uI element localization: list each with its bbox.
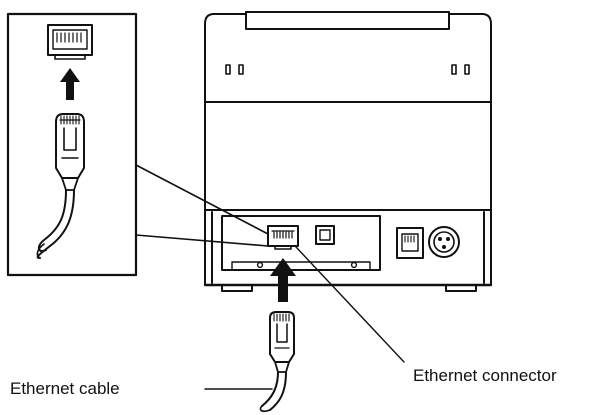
callout-line-upper [135,164,269,235]
printer-body [203,11,493,292]
main-cable [259,371,287,413]
rj45-plug-icon [269,311,295,363]
printer-top-slot [245,11,450,30]
inset-box [6,12,138,277]
main-ethernet-plug [269,311,295,373]
panel-screw-right [350,261,358,269]
printer-mark-right-1 [451,64,457,75]
rj45-port-pins [273,231,293,239]
inset-detail [6,12,138,277]
inset-insert-arrow [60,68,80,100]
right-port-area [396,226,460,259]
insert-arrow-icon [270,258,296,302]
inset-ethernet-port [47,24,93,60]
dc-power-jack-icon [428,226,460,258]
usb-b-port [315,225,335,245]
printer-mark-left-1 [225,64,231,75]
insert-arrow-icon [60,68,80,100]
interface-recess [221,215,381,271]
rj45-port-icon [267,225,299,247]
interface-panel-inner [231,261,371,271]
callout-lines [135,164,269,247]
ethernet-cable-label: Ethernet cable [10,379,120,398]
panel-screw-left [256,261,264,269]
rj45-port-notch [274,245,292,250]
inset-cable [36,189,75,259]
ethernet-port [267,225,299,250]
rj11-port [396,227,424,259]
rj45-plug-icon [55,113,85,179]
rj11-port-icon [396,227,424,259]
main-insert-arrow [270,258,296,302]
usb-b-port-icon [315,225,335,245]
ethernet-connector-label: Ethernet connector [413,366,557,385]
label-leaders [204,246,405,390]
dc-power-jack [428,226,460,258]
printer-mark-right-2 [464,64,470,75]
printer-mark-left-2 [238,64,244,75]
leader-ethernet-connector [295,246,405,363]
rj45-port-icon [47,24,93,56]
callout-line-lower [135,234,269,247]
inset-ethernet-plug [55,113,85,191]
